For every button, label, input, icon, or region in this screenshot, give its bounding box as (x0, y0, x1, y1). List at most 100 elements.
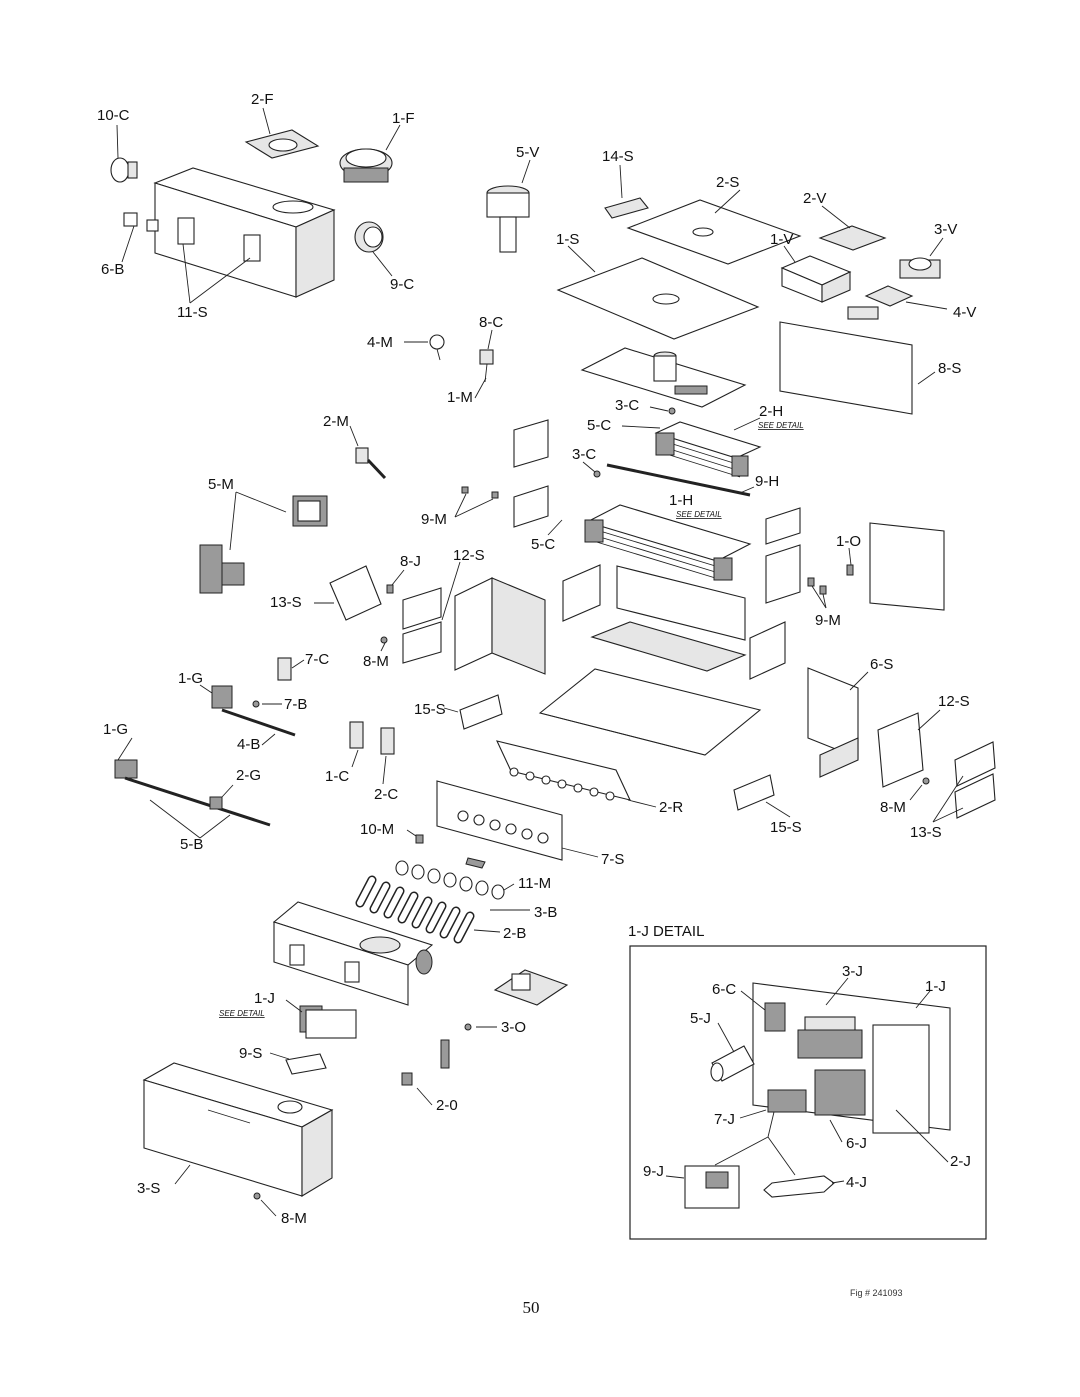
burner-tubes-part (355, 875, 530, 944)
label-11m: 11-M (518, 875, 551, 892)
blower-housing-group (110, 107, 401, 304)
top-cover-part (626, 189, 802, 265)
label-3v: 3-V (934, 221, 957, 238)
pump-5m-part (199, 491, 328, 594)
front-panel-part (436, 780, 599, 861)
label-2c: 2-C (374, 786, 398, 803)
detail-label-2j: 2-J (950, 1153, 971, 1170)
front-cover-part (142, 1062, 334, 1197)
detail-label-3j: 3-J (842, 963, 863, 980)
relay-block (814, 1069, 866, 1116)
label-1v: 1-V (770, 231, 793, 248)
label-8m-right: 8-M (880, 799, 906, 816)
label-15s-left: 15-S (414, 701, 446, 718)
label-3c-lower: 3-C (572, 446, 596, 463)
gas-valve-group (114, 425, 546, 839)
label-1s: 1-S (556, 231, 579, 248)
vent-top-group (486, 159, 948, 415)
label-9h: 9-H (755, 473, 779, 490)
detail-label-7j: 7-J (714, 1111, 735, 1128)
vent-cap-part (818, 205, 887, 251)
detail-label-9j: 9-J (643, 1163, 664, 1180)
label-2r: 2-R (659, 799, 683, 816)
see-detail-2h: SEE DETAIL (758, 421, 804, 430)
label-13s-right: 13-S (910, 824, 942, 841)
see-detail-1j: SEE DETAIL (219, 1009, 265, 1018)
detail-label-1j: 1-J (925, 978, 946, 995)
side-panel-group (807, 667, 996, 823)
fan-switch-part (110, 124, 138, 183)
label-6b: 6-B (101, 261, 124, 278)
detail-title: 1-J DETAIL (628, 923, 704, 940)
label-7c: 7-C (305, 651, 329, 668)
combustion-blower-part (339, 124, 401, 183)
label-7s: 7-S (601, 851, 624, 868)
flue-plate-part (244, 107, 320, 159)
air-intake-collar-part (354, 221, 393, 277)
label-11s: 11-S (177, 304, 208, 321)
label-2f: 2-F (251, 91, 274, 108)
figure-number: Fig # 241093 (850, 1288, 903, 1298)
label-12s-right: 12-S (938, 693, 970, 710)
label-9s: 9-S (239, 1045, 262, 1062)
detail-label-5j: 5-J (690, 1010, 711, 1027)
vent-adapter-part (486, 159, 531, 253)
label-1m: 1-M (447, 389, 473, 406)
label-8s: 8-S (938, 360, 961, 377)
label-12s-left: 12-S (453, 547, 485, 564)
label-5c-lower: 5-C (531, 536, 555, 553)
label-4m: 4-M (367, 334, 393, 351)
label-9c: 9-C (390, 276, 414, 293)
flue-collector-part (580, 347, 747, 408)
terminal-strip (767, 1089, 807, 1113)
label-5b: 5-B (180, 836, 203, 853)
detail-label-6j: 6-J (846, 1135, 867, 1152)
detail-box (629, 945, 987, 1240)
label-1g-upper: 1-G (178, 670, 203, 687)
blower-housing-part (153, 167, 336, 298)
see-detail-1h: SEE DETAIL (676, 510, 722, 519)
callout-labels: 10-C 2-F 1-F 6-B 11-S 9-C 5-V 14-S 2-S 2… (97, 91, 976, 1227)
label-1f: 1-F (392, 110, 415, 127)
label-1h: 1-H (669, 492, 693, 509)
label-1j: 1-J (254, 990, 275, 1007)
label-5v: 5-V (516, 144, 539, 161)
heat-exchanger-group (404, 329, 945, 611)
jacket-top-part (556, 245, 760, 340)
label-8c: 8-C (479, 314, 503, 331)
label-10m: 10-M (360, 821, 394, 838)
pressure-switch-2m-part (349, 425, 387, 480)
label-14s: 14-S (602, 148, 634, 165)
burner-control-group (142, 860, 569, 1217)
detail-cylinder (710, 1022, 755, 1082)
side-panel-right-part (779, 321, 936, 415)
label-3b: 3-B (534, 904, 557, 921)
label-1o: 1-O (836, 533, 861, 550)
label-4b: 4-B (237, 736, 260, 753)
orifice-gasket-part (121, 212, 159, 263)
sensor-4m-part (404, 334, 445, 361)
label-3o: 3-O (501, 1019, 526, 1036)
relay-housing (872, 1024, 930, 1134)
label-3s: 3-S (137, 1180, 160, 1197)
detail-labels: 1-J DETAIL 6-C 3-J 1-J 5-J 7-J 6-J 2-J 9… (628, 923, 971, 1191)
label-2v: 2-V (803, 190, 826, 207)
page-number: 50 (523, 1298, 540, 1317)
label-10c: 10-C (97, 107, 130, 124)
heat-exchanger-upper-part (654, 417, 762, 478)
top-bracket-part (604, 164, 649, 219)
label-3c-upper: 3-C (615, 397, 639, 414)
label-8m-bottom: 8-M (281, 1210, 307, 1227)
label-2m: 2-M (323, 413, 349, 430)
label-15s-right: 15-S (770, 819, 802, 836)
control-housing-part (272, 901, 434, 1006)
label-2h: 2-H (759, 403, 783, 420)
vent-blower-part (899, 237, 944, 279)
burner-plate-part (496, 740, 657, 808)
label-4v: 4-V (953, 304, 976, 321)
heat-exchanger-lower-part (584, 504, 752, 581)
label-6s: 6-S (870, 656, 893, 673)
label-13s-left: 13-S (270, 594, 302, 611)
combustion-chamber-group (349, 564, 791, 869)
